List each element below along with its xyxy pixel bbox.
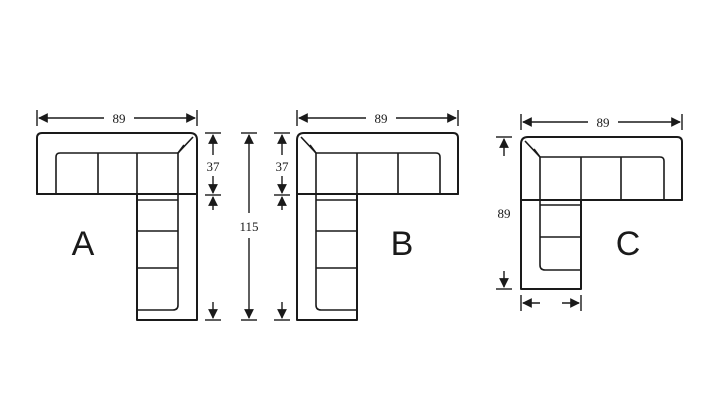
section-c: 89 C 89 (496, 114, 683, 311)
section-a: 89 A 37 (36, 110, 259, 321)
section-b-short-depth-dimension: 37 (274, 132, 290, 321)
section-c-height-dimension: 89 (496, 136, 512, 290)
section-c-width-label: 89 (597, 115, 610, 130)
section-b: 89 B 37 (274, 110, 459, 321)
section-c-height-label: 89 (498, 206, 511, 221)
section-a-width-dimension: 89 (36, 110, 198, 126)
section-a-short-depth-label: 37 (207, 159, 221, 174)
section-c-width-dimension: 89 (520, 114, 683, 130)
section-b-sofa (296, 132, 459, 321)
section-a-overall-depth-dimension: 115 (239, 132, 259, 321)
section-a-letter: A (72, 225, 95, 263)
section-c-chaise-width-dimension (520, 295, 582, 311)
section-b-width-label: 89 (375, 111, 388, 126)
section-c-letter: C (616, 225, 641, 263)
section-b-letter: B (391, 225, 414, 263)
section-a-sofa (36, 132, 198, 321)
section-b-width-dimension: 89 (296, 110, 459, 126)
section-a-short-depth-dimension: 37 (205, 132, 221, 321)
section-a-width-label: 89 (113, 111, 126, 126)
section-c-sofa (520, 136, 683, 290)
section-a-overall-depth-label: 115 (239, 219, 258, 234)
section-b-short-depth-label: 37 (276, 159, 290, 174)
